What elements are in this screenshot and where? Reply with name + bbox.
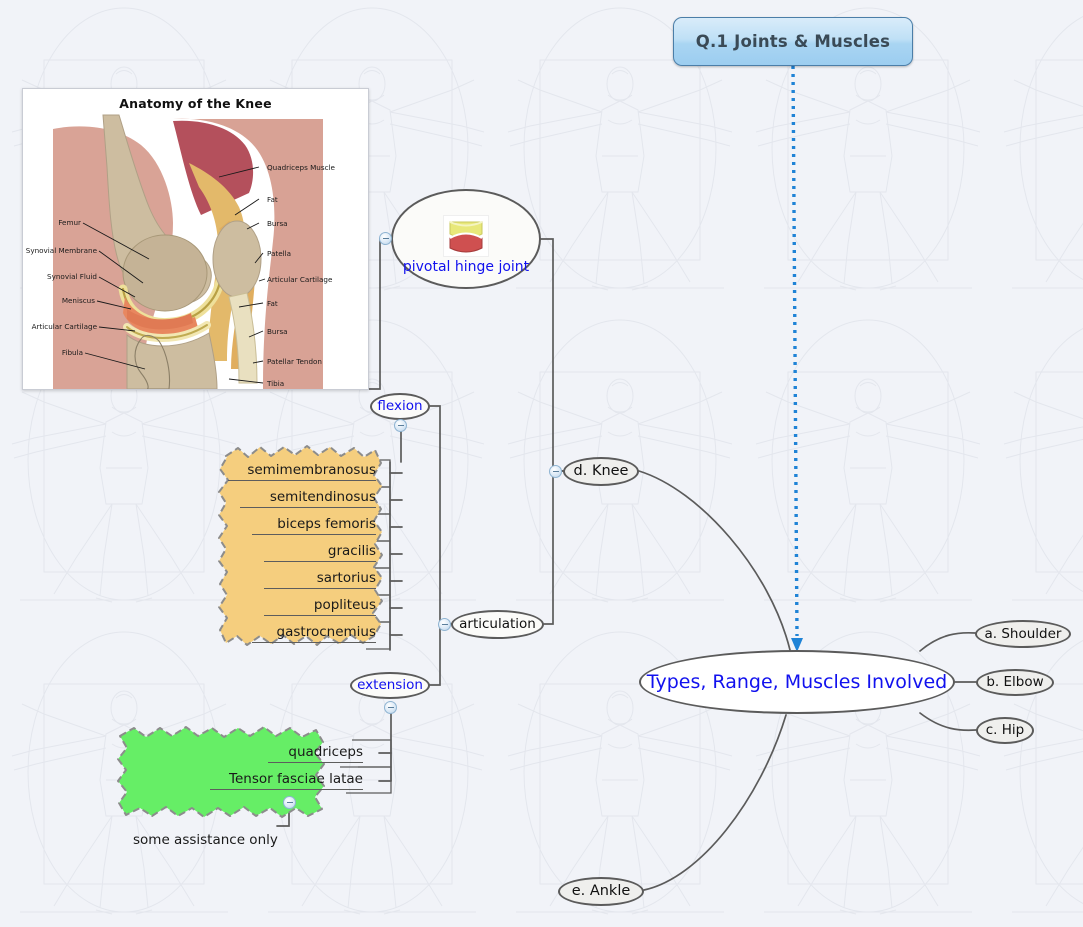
anatomy-image-node[interactable]: Anatomy of the Knee xyxy=(22,88,369,390)
anatomy-label: Bursa xyxy=(267,219,288,228)
wire-center-ankle xyxy=(643,714,787,891)
node-articulation[interactable]: articulation xyxy=(451,610,544,639)
branch-label-hip: c. Hip xyxy=(985,722,1025,739)
muscle-row[interactable]: sartorius xyxy=(264,570,376,589)
toggle-pivotal-hinge-joint[interactable] xyxy=(379,232,392,245)
extension-muscle-rows: quadriceps Tensor fasciae latae some ass… xyxy=(108,722,378,854)
muscle-row[interactable]: gracilis xyxy=(264,543,376,562)
wire-pivotal-image xyxy=(368,238,392,390)
toggle-flexion[interactable] xyxy=(394,419,407,432)
muscle-row[interactable]: quadriceps xyxy=(268,744,363,763)
anatomy-label: Bursa xyxy=(267,327,288,336)
anatomy-label: Femur xyxy=(58,218,81,227)
wire-articulation-flexion xyxy=(428,405,452,625)
center-node[interactable]: Types, Range, Muscles Involved xyxy=(639,650,955,714)
root-node-label: Q.1 Joints & Muscles xyxy=(695,32,891,51)
flexion-muscles-cloud[interactable]: semimembranosus semitendinosus biceps fe… xyxy=(212,440,397,665)
node-flexion[interactable]: flexion xyxy=(370,393,430,420)
node-label-extension: extension xyxy=(357,677,423,694)
wire-articulation-extension xyxy=(428,623,452,686)
toggle-extension[interactable] xyxy=(384,701,397,714)
toggle-assistance-note[interactable] xyxy=(283,796,296,809)
wire-root-center xyxy=(791,65,803,652)
branch-node-elbow[interactable]: b. Elbow xyxy=(976,669,1054,696)
anatomy-image-title: Anatomy of the Knee xyxy=(119,96,272,111)
anatomy-label: Fat xyxy=(267,299,278,308)
anatomy-label: Fibula xyxy=(62,348,83,357)
wire-center-hip xyxy=(919,712,977,732)
assistance-note[interactable]: some assistance only xyxy=(133,832,278,848)
toggle-knee[interactable] xyxy=(549,465,562,478)
node-label-pivotal-hinge-joint: pivotal hinge joint xyxy=(402,258,530,275)
muscle-row[interactable]: semimembranosus xyxy=(228,462,376,481)
orange-cloud-shape xyxy=(218,445,383,646)
anatomy-label: Quadriceps Muscle xyxy=(267,163,336,172)
branch-label-elbow: b. Elbow xyxy=(986,674,1044,691)
node-label-articulation: articulation xyxy=(459,616,536,633)
branch-label-shoulder: a. Shoulder xyxy=(984,625,1062,642)
branch-node-shoulder[interactable]: a. Shoulder xyxy=(975,620,1071,648)
muscle-row[interactable]: semitendinosus xyxy=(240,489,376,508)
toggle-articulation[interactable] xyxy=(438,618,451,631)
branch-node-ankle[interactable]: e. Ankle xyxy=(558,877,644,906)
wire-center-knee xyxy=(638,470,791,651)
root-node[interactable]: Q.1 Joints & Muscles xyxy=(673,17,913,66)
knee-joint-icon xyxy=(443,214,489,257)
center-node-label: Types, Range, Muscles Involved xyxy=(646,671,948,693)
anatomy-label: Patella xyxy=(267,249,291,258)
muscle-row[interactable]: gastrocnemius xyxy=(252,624,376,643)
green-cloud-shape xyxy=(117,726,325,818)
node-pivotal-hinge-joint[interactable]: pivotal hinge joint xyxy=(391,189,541,289)
anatomy-label: Synovial Membrane xyxy=(26,246,98,255)
knee-anatomy-illustration: Quadriceps Muscle Fat Bursa Patella Arti… xyxy=(26,114,336,389)
anatomy-label: Meniscus xyxy=(62,296,95,305)
muscle-row[interactable]: popliteus xyxy=(264,597,376,616)
wire-center-shoulder xyxy=(919,631,976,652)
anatomy-label: Articular Cartilage xyxy=(32,322,98,331)
branch-node-knee[interactable]: d. Knee xyxy=(563,457,639,486)
flexion-muscle-rows: semimembranosus semitendinosus biceps fe… xyxy=(212,440,397,665)
anatomy-label: Tibia xyxy=(266,379,284,388)
muscle-row[interactable]: Tensor fasciae latae xyxy=(210,771,363,790)
branch-label-knee: d. Knee xyxy=(573,462,629,479)
anatomy-label: Articular Cartilage xyxy=(267,275,333,284)
extension-muscles-cloud[interactable]: quadriceps Tensor fasciae latae some ass… xyxy=(108,722,378,854)
wire-knee-articulation xyxy=(543,470,564,625)
anatomy-label: Fat xyxy=(267,195,278,204)
branch-label-ankle: e. Ankle xyxy=(571,882,631,899)
anatomy-label: Patellar Tendon xyxy=(267,357,322,366)
node-extension[interactable]: extension xyxy=(350,672,430,699)
node-label-flexion: flexion xyxy=(377,398,423,415)
anatomy-label: Synovial Fluid xyxy=(47,272,97,281)
wire-knee-pivotal xyxy=(539,238,564,472)
branch-node-hip[interactable]: c. Hip xyxy=(976,717,1034,744)
muscle-row[interactable]: biceps femoris xyxy=(252,516,376,535)
